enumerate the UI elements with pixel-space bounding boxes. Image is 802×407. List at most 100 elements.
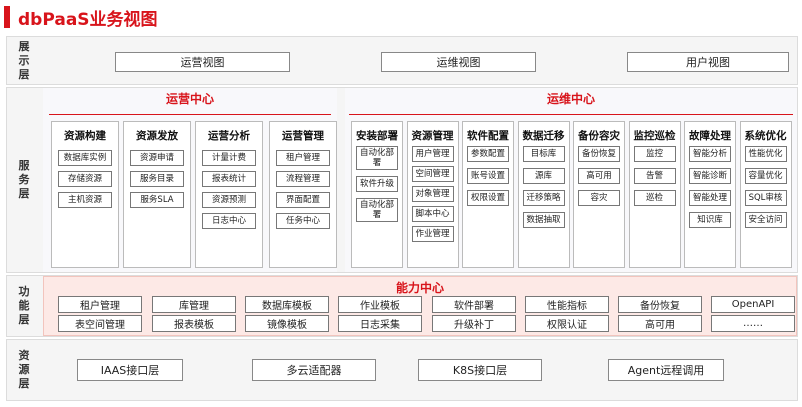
maint-item: 源库 [522,168,565,184]
maint-item: 容量优化 [744,168,787,184]
ops-item: 界面配置 [276,192,330,208]
capability-item: OpenAPI [711,296,795,313]
ops-column-title: 资源构建 [64,130,106,142]
maint-column: 监控巡检监控告警巡检 [628,121,681,268]
user-view-box: 用户视图 [627,52,789,72]
capability-item: 日志采集 [338,315,422,332]
capability-item: 高可用 [618,315,702,332]
capability-center-title: 能力中心 [395,281,444,295]
ops-item: 服务SLA [130,192,184,208]
maint-item: 备份恢复 [578,146,620,162]
maint-item: 数据抽取 [522,212,565,228]
resource-box: IAAS接口层 [77,359,183,381]
resource-box: Agent远程调用 [608,359,724,381]
ops-item: 资源预测 [202,192,256,208]
service-layer-label: 服务层 [18,159,30,200]
capability-item: 数据库模板 [245,296,329,313]
resource-layer-label: 资源层 [18,349,30,390]
capability-item: 镜像模板 [245,315,329,332]
capability-item: 作业模板 [338,296,422,313]
maint-center-underline [349,114,793,115]
capability-item: 租户管理 [58,296,142,313]
maint-item: SQL审核 [744,190,787,206]
capability-item: 备份恢复 [618,296,702,313]
display-layer-label: 展示层 [18,39,30,81]
capability-item: 升级补丁 [432,315,516,332]
ops-column: 运营管理租户管理流程管理界面配置任务中心 [269,121,337,268]
display-layer: 展示层 运营视图 运维视图 用户视图 [6,36,798,85]
service-layer: 服务层 运营中心 资源构建数据库实例存储资源主机资源资源发放资源申请服务目录服务… [6,87,798,273]
resource-layer: 资源层 IAAS接口层 多云适配器 K8S接口层 Agent远程调用 [6,339,798,401]
ops-item: 计量计费 [202,150,256,166]
maint-item: 自动化部署 [356,146,398,170]
page-title: dbPaaS业务视图 [18,9,158,30]
ops-column-title: 资源发放 [136,130,178,142]
ops-column-title: 运营管理 [282,130,324,142]
maint-item: 智能诊断 [689,168,731,184]
maint-column: 故障处理智能分析智能诊断智能处理知识库 [684,121,736,268]
resource-box: K8S接口层 [418,359,542,381]
maint-center-panel: 运维中心 安装部署自动化部署软件升级自动化部署资源管理用户管理空间管理对象管理脚… [345,88,797,272]
maint-item: 作业管理 [411,226,454,242]
maint-item: 监控 [633,146,676,162]
maint-column-title: 备份容灾 [578,130,620,142]
page-header: dbPaaS业务视图 [4,4,158,30]
capability-item: 报表模板 [152,315,236,332]
title-accent-bar [4,6,10,28]
capability-item: 库管理 [152,296,236,313]
maint-item: 智能分析 [689,146,731,162]
maint-item: 自动化部署 [356,198,398,222]
maint-item: 巡检 [633,190,676,206]
maint-item: 脚本中心 [411,206,454,222]
ops-item: 流程管理 [276,171,330,187]
maint-column: 数据迁移目标库源库迁移策略数据抽取 [517,121,570,268]
maint-view-box: 运维视图 [381,52,536,72]
maint-item: 用户管理 [411,146,454,162]
maint-item: 容灾 [578,190,620,206]
maint-item: 软件升级 [356,176,398,192]
ops-column: 资源构建数据库实例存储资源主机资源 [51,121,119,268]
ops-center-underline [49,114,331,115]
maint-column-title: 安装部署 [356,130,398,142]
ops-column: 资源发放资源申请服务目录服务SLA [123,121,191,268]
ops-item: 数据库实例 [58,150,112,166]
ops-item: 日志中心 [202,213,256,229]
maint-item: 账号设置 [467,168,509,184]
ops-item: 任务中心 [276,213,330,229]
ops-center-title: 运营中心 [165,92,214,106]
maint-item: 知识库 [689,212,731,228]
ops-item: 主机资源 [58,192,112,208]
maint-item: 空间管理 [411,166,454,182]
maint-item: 迁移策略 [522,190,565,206]
maint-column-title: 资源管理 [411,130,454,142]
maint-item: 高可用 [578,168,620,184]
ops-item: 租户管理 [276,150,330,166]
function-layer-label: 功能层 [18,285,30,326]
ops-item: 报表统计 [202,171,256,187]
ops-item: 服务目录 [130,171,184,187]
capability-item: 软件部署 [432,296,516,313]
capability-item: 权限认证 [525,315,609,332]
maint-item: 参数配置 [467,146,509,162]
capability-item: 表空间管理 [58,315,142,332]
maint-item: 性能优化 [744,146,787,162]
maint-column: 软件配置参数配置账号设置权限设置 [462,121,514,268]
maint-column-title: 监控巡检 [633,130,676,142]
maint-center-title: 运维中心 [546,92,595,106]
maint-column: 备份容灾备份恢复高可用容灾 [573,121,625,268]
capability-item: …… [711,315,795,332]
maint-column-title: 故障处理 [689,130,731,142]
maint-item: 对象管理 [411,186,454,202]
resource-box: 多云适配器 [252,359,376,381]
ops-column-title: 运营分析 [208,130,250,142]
maint-item: 权限设置 [467,190,509,206]
ops-item: 存储资源 [58,171,112,187]
maint-column-title: 系统优化 [744,130,787,142]
maint-item: 智能处理 [689,190,731,206]
maint-column-title: 数据迁移 [522,130,565,142]
maint-column: 资源管理用户管理空间管理对象管理脚本中心作业管理 [406,121,459,268]
